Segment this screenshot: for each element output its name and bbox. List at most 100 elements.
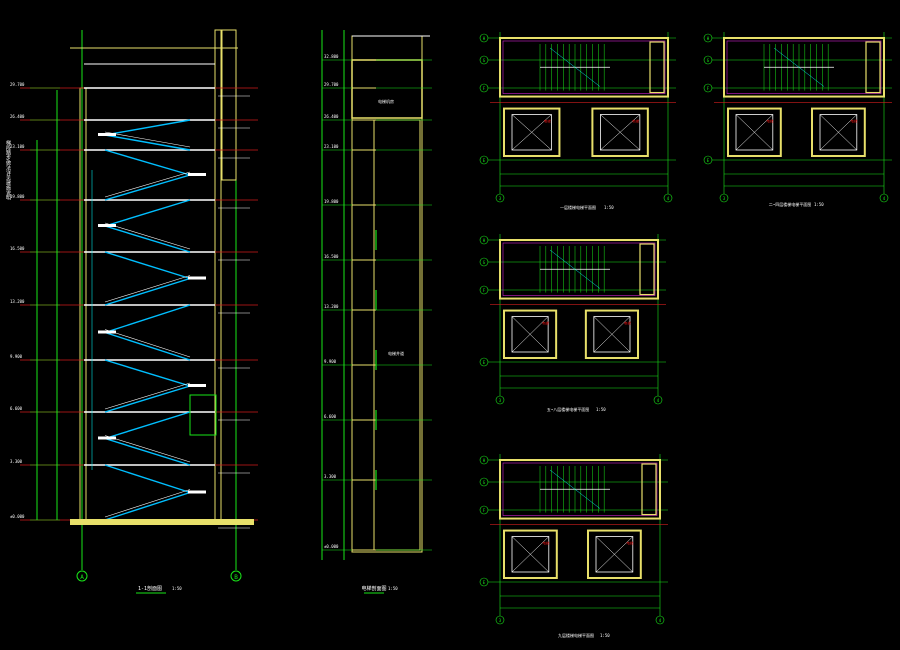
axis-label-a: A: [80, 574, 84, 581]
plan-stair-inner: [502, 242, 656, 296]
plan-axis-label: E: [483, 360, 486, 365]
plan-top-scale: 1:50: [600, 633, 610, 638]
elevator-car: [819, 114, 858, 151]
shaft-level-label: 16.500: [324, 254, 339, 259]
plan-axis-bubble: [479, 285, 489, 295]
plan-axis-label: E: [707, 158, 710, 163]
shaft-level-lines: ±0.0003.3006.6009.90013.20016.50019.8002…: [322, 54, 432, 551]
plan-axis-label: F: [483, 288, 486, 293]
shaft-level-label: 9.900: [324, 359, 337, 364]
stair-landing: [188, 173, 206, 176]
elevator-shaft-wall: [727, 107, 782, 157]
plan-axis-bubble: [479, 257, 489, 267]
stair-flight: [104, 251, 191, 280]
level-label: 26.400: [10, 114, 25, 119]
stair-flight: [104, 134, 191, 151]
plan-typical-scale: 1:50: [814, 202, 824, 207]
elevator-tag: 电梯: [544, 119, 552, 124]
shaft-level-label: 3.300: [324, 474, 337, 479]
elevator-car: [600, 114, 641, 151]
elevator-car-cross: [511, 114, 552, 151]
plan-axis-label: G: [707, 58, 710, 63]
plan-axis-label: H: [483, 458, 486, 463]
plan-axis-col-label: 3: [499, 398, 502, 403]
elevator-shaft-wall: [811, 107, 866, 157]
plan-axis-col-label: 3: [723, 196, 726, 201]
plan-axis-bubble: [703, 83, 713, 93]
plan-vent-shaft: [649, 41, 665, 94]
stair-section-view: ±0.0003.3006.6009.90013.20016.50019.8002…: [5, 29, 258, 594]
shaft-level-label: 23.100: [324, 144, 339, 149]
elevator-shaft-wall: [503, 529, 558, 579]
plan-vent-shaft: [639, 243, 655, 296]
level-label: 6.600: [10, 406, 23, 411]
plan-vent-shaft: [641, 463, 657, 516]
stair-flight: [104, 464, 191, 494]
plan-axis-col-bubble: [663, 193, 673, 203]
plan-stair-inner: [502, 462, 658, 516]
plan-axis-col-label: 3: [499, 196, 502, 201]
stair-arrow: [549, 469, 601, 509]
stair-flight: [104, 411, 191, 440]
shaft-level-label: 29.700: [324, 82, 339, 87]
plan-axis-bubble: [479, 357, 489, 367]
plan-ground-title: 一层楼梯电梯平面图: [560, 204, 596, 210]
plan-axis-col-bubble: [655, 615, 665, 625]
stair-flight: [104, 277, 191, 306]
stair-landing: [98, 224, 116, 227]
elevator-car-cross: [600, 114, 641, 151]
plan-axis-label: H: [483, 36, 486, 41]
plan-axis-bubble: [703, 55, 713, 65]
elevator-car-cross: [735, 114, 773, 151]
plan-stair-inner: [726, 40, 882, 94]
plan-axis-bubble: [479, 577, 489, 587]
elevator-shaft-section-view: ±0.0003.3006.6009.90013.20016.50019.8002…: [321, 30, 432, 594]
shaft-scale: 1:50: [388, 586, 398, 591]
shaft-level-label: 6.600: [324, 414, 337, 419]
stair-flight: [104, 174, 191, 201]
axis-bubble-a: [76, 570, 88, 582]
shaft-level-label: 13.200: [324, 304, 339, 309]
shaft-level-label: ±0.000: [324, 544, 339, 549]
elevator-tag: 电梯: [626, 541, 634, 546]
elevator-car: [595, 536, 634, 573]
plan-axis-col-label: 4: [659, 618, 662, 623]
stair-landing: [188, 384, 206, 387]
level-label: ±0.000: [10, 514, 25, 519]
shaft-title: 电梯剖面图: [361, 585, 386, 592]
stair-landing: [98, 133, 116, 136]
level-label: 19.800: [10, 194, 25, 199]
plan-axis-col-label: 3: [499, 618, 502, 623]
plan-axis-bubble: [479, 455, 489, 465]
plan-stair-wall: [499, 239, 659, 300]
plan-axis-bubble: [479, 235, 489, 245]
plan-axis-bubble: [479, 55, 489, 65]
plan-ground-scale: 1:50: [604, 205, 614, 210]
stair-handrail: [104, 275, 191, 303]
plan-axis-bubble: [479, 33, 489, 43]
plan-typical-title: 二~四层楼梯电梯平面图: [769, 201, 811, 207]
plan-axis-col-bubble: [879, 193, 889, 203]
elevator-tag: 电梯: [850, 119, 858, 124]
section-base-slab: [70, 519, 254, 525]
level-label: 29.700: [10, 82, 25, 87]
stair-handrail: [104, 222, 191, 250]
level-label: 23.100: [10, 144, 25, 149]
level-label: 16.500: [10, 246, 25, 251]
plan-axis-label: H: [483, 238, 486, 243]
elevator-shaft-wall: [584, 309, 639, 359]
plan-axis-label: G: [483, 260, 486, 265]
section-stair-flights: [91, 95, 250, 529]
plan-axis-label: E: [483, 158, 486, 163]
plan-top-title: 九层楼梯电梯平面图: [558, 632, 594, 638]
stair-arrow: [549, 249, 601, 289]
level-label: 13.200: [10, 299, 25, 304]
stair-arrow: [549, 47, 601, 87]
section-left-note: 梯段踏步做法详见建施说明: [5, 139, 11, 201]
plan-axis-col-bubble: [495, 193, 505, 203]
stair-flight: [104, 149, 191, 176]
